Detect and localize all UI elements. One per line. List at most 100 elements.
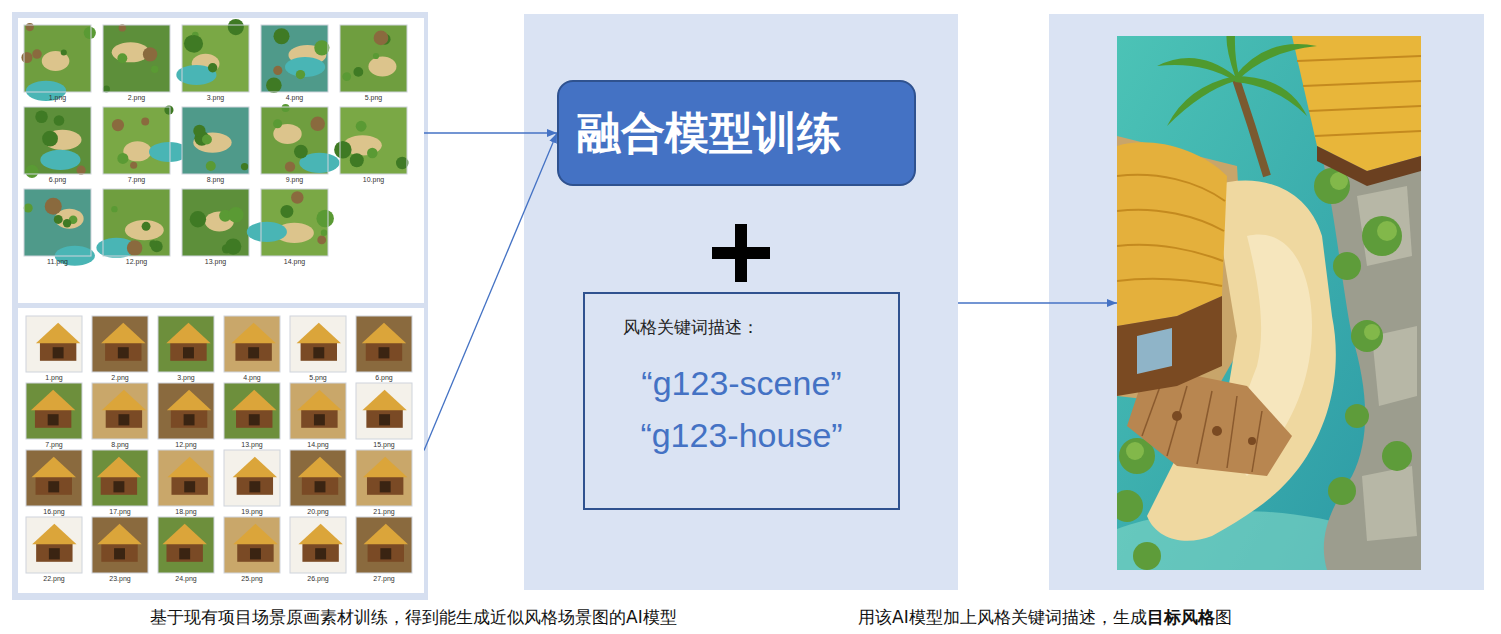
flow-arrow <box>424 132 557 133</box>
right-panel <box>1049 14 1484 590</box>
box-heading: 风格关键词描述： <box>623 316 874 339</box>
left-panel <box>12 12 428 600</box>
thumbnail <box>261 104 340 174</box>
file-name: 2.png <box>103 93 170 102</box>
thumbnail <box>26 517 82 573</box>
thumbnail <box>92 383 148 439</box>
style-keyword: “g123-house” <box>609 409 874 461</box>
file-name: 14.png <box>290 440 346 449</box>
thumbnail <box>26 383 82 439</box>
thumbnail <box>182 189 249 256</box>
file-name: 8.png <box>92 440 148 449</box>
file-name: 12.png <box>103 257 170 266</box>
file-name: 13.png <box>182 257 249 266</box>
file-name: 16.png <box>26 507 82 516</box>
scene-thumbnail-panel: 1.png2.png3.png4.png5.png6.png7.png8.png… <box>18 18 424 303</box>
thumbnail <box>247 189 334 256</box>
file-name: 3.png <box>158 373 214 382</box>
file-name: 12.png <box>158 440 214 449</box>
file-name: 21.png <box>356 507 412 516</box>
thumbnail <box>290 450 346 506</box>
thumbnail <box>26 450 82 506</box>
file-name: 1.png <box>26 373 82 382</box>
thumbnail <box>224 383 280 439</box>
house-thumbnail-panel: 1.png 2.png 3.png 4.png 5.png 6.png 7.png 8.png… <box>18 308 424 593</box>
file-name: 19.png <box>224 507 280 516</box>
file-name: 22.png <box>26 574 82 583</box>
file-name: 27.png <box>356 574 412 583</box>
file-name: 5.png <box>290 373 346 382</box>
caption-text: 基于现有项目场景原画素材训练，得到能生成近似风格场景图的AI模型 <box>150 607 677 627</box>
thumbnail <box>96 189 170 258</box>
caption-text: 用该AI模型加上风格关键词描述，生成 <box>858 607 1147 627</box>
thumbnail <box>356 316 412 372</box>
thumbnail <box>182 107 249 174</box>
file-name: 5.png <box>340 93 407 102</box>
file-name: 4.png <box>224 373 280 382</box>
file-name: 6.png <box>24 175 91 184</box>
file-name: 8.png <box>182 175 249 184</box>
thumbnail <box>290 383 346 439</box>
file-name: 9.png <box>261 175 328 184</box>
thumbnail <box>290 517 346 573</box>
file-name: 17.png <box>92 507 148 516</box>
caption-text: 目标风格 <box>1147 607 1215 627</box>
file-name: 7.png <box>26 440 82 449</box>
thumbnail <box>103 24 170 92</box>
thumbnail-images <box>18 308 424 593</box>
thumbnail <box>158 383 214 439</box>
plus-symbol <box>712 224 770 282</box>
file-name: 23.png <box>92 574 148 583</box>
thumbnail <box>224 316 280 372</box>
thumbnail <box>334 107 408 174</box>
thumbnail <box>261 25 329 93</box>
process-box: 融合模型训练 <box>557 80 916 186</box>
thumbnail <box>24 107 91 178</box>
scene-illustration <box>1117 36 1421 570</box>
thumbnail <box>92 450 148 506</box>
file-name: 3.png <box>182 93 249 102</box>
file-name: 15.png <box>356 440 412 449</box>
thumbnail <box>92 316 148 372</box>
file-name: 6.png <box>356 373 412 382</box>
thumbnail <box>356 383 412 439</box>
thumbnail <box>340 25 407 92</box>
thumbnail <box>224 450 280 506</box>
flow-arrow <box>424 133 557 451</box>
file-name: 25.png <box>224 574 280 583</box>
thumbnail <box>356 517 412 573</box>
thumbnail <box>158 517 214 573</box>
file-name: 11.png <box>24 257 91 266</box>
output-image <box>1117 36 1421 570</box>
middle-panel <box>524 14 958 590</box>
thumbnail <box>21 23 95 101</box>
process-panel: 融合模型训练风格关键词描述： “g123-scene”“g123-house” <box>524 14 958 590</box>
caption-text: 图 <box>1215 607 1232 627</box>
file-name: 13.png <box>224 440 280 449</box>
file-name: 26.png <box>290 574 346 583</box>
keyword-box: 风格关键词描述： “g123-scene”“g123-house” <box>583 292 900 510</box>
file-name: 18.png <box>158 507 214 516</box>
file-name: 20.png <box>290 507 346 516</box>
file-name: 10.png <box>340 175 407 184</box>
thumbnail <box>158 316 214 372</box>
caption-line: 用该AI模型加上风格关键词描述，生成目标风格图 <box>858 606 1232 629</box>
thumbnail <box>176 19 249 92</box>
file-name: 7.png <box>103 175 170 184</box>
thumbnail <box>290 316 346 372</box>
box-title: 融合模型训练 <box>577 104 841 163</box>
thumbnail <box>158 450 214 506</box>
thumbnail <box>24 189 95 266</box>
flow-arrow <box>958 302 1117 303</box>
thumbnail <box>224 517 280 573</box>
file-name: 14.png <box>261 257 328 266</box>
style-keyword: “g123-scene” <box>609 357 874 409</box>
thumbnail <box>356 450 412 506</box>
file-name: 2.png <box>92 373 148 382</box>
file-name: 24.png <box>158 574 214 583</box>
thumbnail <box>26 316 82 372</box>
thumbnail <box>103 105 189 174</box>
thumbnail <box>92 517 148 573</box>
file-name: 4.png <box>261 93 328 102</box>
